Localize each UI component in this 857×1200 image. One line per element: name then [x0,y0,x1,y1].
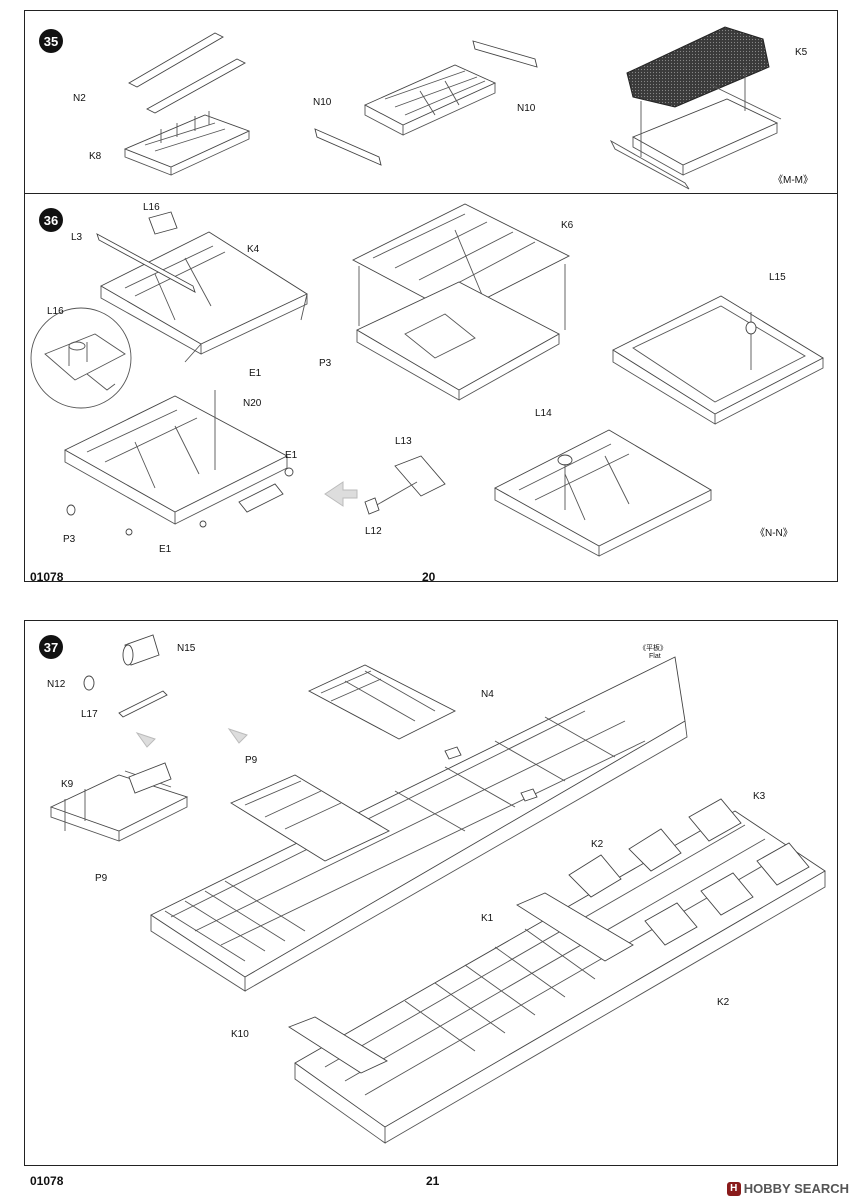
step-36-panel: 36 [24,194,838,582]
step-35-panel: 35 [24,10,838,194]
l15-frame [612,295,824,425]
watermark-text: HOBBY SEARCH [743,1181,849,1196]
label-e1-top: E1 [249,368,262,379]
k4-frame [96,211,308,363]
k6-plate [352,203,570,401]
footer-page-20: 20 [422,570,436,584]
label-p9-left: P9 [95,873,108,884]
label-p3-bottom: P3 [63,534,76,545]
view-ref-n-n: 《N-N》 [755,528,793,539]
label-n20: N20 [243,398,262,409]
label-flat-en: Flat [649,653,661,660]
label-l15: L15 [769,272,786,283]
step-37-drawing [49,634,826,1144]
label-l13: L13 [395,436,412,447]
l13-l12-parts [364,455,446,515]
label-p3-top: P3 [319,358,332,369]
label-k2-top: K2 [591,839,604,850]
label-l12: L12 [365,526,382,537]
label-n12: N12 [47,679,66,690]
label-k3: K3 [753,791,766,802]
step-36-badge: 36 [39,208,63,232]
footer-page-21: 21 [426,1174,440,1188]
l14-frame [494,429,712,557]
watermark-logo-icon: H [726,1181,741,1196]
n2-bars [128,32,246,114]
label-k10: K10 [231,1029,249,1040]
view-ref-m-m: 《M-M》 [773,175,813,186]
label-k4: K4 [247,244,260,255]
lower-left-frame [64,390,294,536]
label-k9: K9 [61,779,74,790]
label-l14: L14 [535,408,552,419]
step-37-badge: 37 [39,635,63,659]
label-n2: N2 [73,93,86,104]
label-flat-cn: 《平板》 [639,645,667,652]
label-l16-top: L16 [143,202,160,213]
label-k8: K8 [89,151,102,162]
n10-frame [314,40,538,166]
detail-zoom-circle [30,307,132,409]
label-k5: K5 [795,47,808,58]
label-n15: N15 [177,643,196,654]
step-37-panel: 37 [24,620,838,1166]
k5-mesh-plate [609,26,782,190]
label-n4: N4 [481,689,494,700]
label-e1-bottom: E1 [159,544,172,555]
label-p9-top: P9 [245,755,258,766]
left-chassis [150,656,688,992]
k9-frame [49,762,189,842]
flow-arrow [324,481,358,507]
k8-tray [123,111,251,176]
label-k1: K1 [481,913,494,924]
label-k2-bottom: K2 [717,997,730,1008]
footer-code-left: 01078 [30,570,64,584]
n15-cylinder [83,634,168,718]
step-36-drawing [30,203,824,557]
label-k6: K6 [561,220,574,231]
label-l16-detail: L16 [47,306,64,317]
step-35-badge: 35 [39,29,63,53]
label-n10-left: N10 [313,97,332,108]
label-l17: L17 [81,709,98,720]
label-n10-right: N10 [517,103,536,114]
right-chassis [288,798,826,1144]
step-35-drawing [123,26,782,190]
footer-code-right: 01078 [30,1174,64,1188]
label-l3: L3 [71,232,83,243]
watermark: H HOBBY SEARCH [726,1181,849,1196]
label-e1-right: E1 [285,450,298,461]
